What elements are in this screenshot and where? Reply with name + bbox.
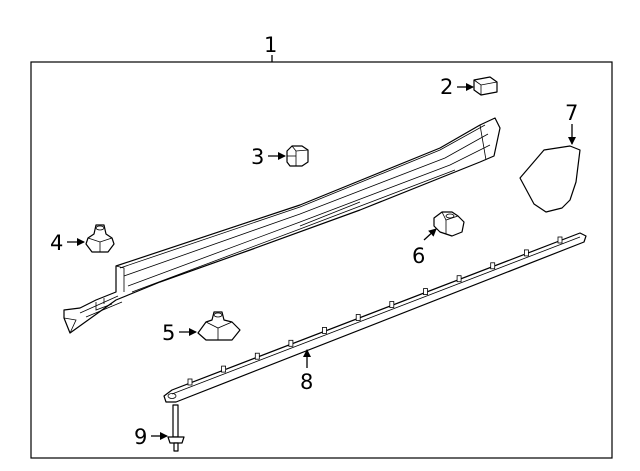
part-3-clip [286, 145, 309, 167]
part-8-strip [163, 232, 587, 403]
callout-2-label: 2 [440, 75, 453, 99]
strip-tab [254, 352, 260, 360]
callout-9-label: 9 [134, 425, 147, 449]
assembly-frame [30, 61, 613, 459]
callout-6-label: 6 [412, 244, 425, 268]
strip-tab [322, 326, 327, 334]
part-4-retainer [85, 224, 115, 253]
callout-4-label: 4 [50, 231, 63, 255]
callout-1-label: 1 [264, 33, 277, 57]
strip-tab [389, 301, 395, 308]
strip-tab [524, 249, 529, 257]
strip-tab [288, 339, 294, 347]
strip-tab [423, 288, 428, 296]
strip-tab [187, 378, 193, 386]
strip-tab [557, 236, 563, 244]
strip-tab [456, 275, 462, 283]
strip-tab [490, 262, 496, 270]
part-6-clip [433, 211, 465, 237]
callout-5-label: 5 [162, 321, 175, 345]
callout-6-leader [423, 228, 437, 241]
part-2-block [473, 76, 498, 96]
strip-tab [221, 365, 227, 373]
rocker-molding-part [63, 117, 501, 334]
callout-8-label: 8 [300, 370, 313, 394]
part-5-clip [197, 311, 241, 341]
strip-tab [355, 314, 361, 321]
part-9-pin [167, 404, 185, 452]
callout-3-label: 3 [251, 145, 264, 169]
part-7-panel [519, 145, 581, 213]
callout-7-label: 7 [565, 101, 578, 125]
strip-tabs [187, 236, 563, 386]
